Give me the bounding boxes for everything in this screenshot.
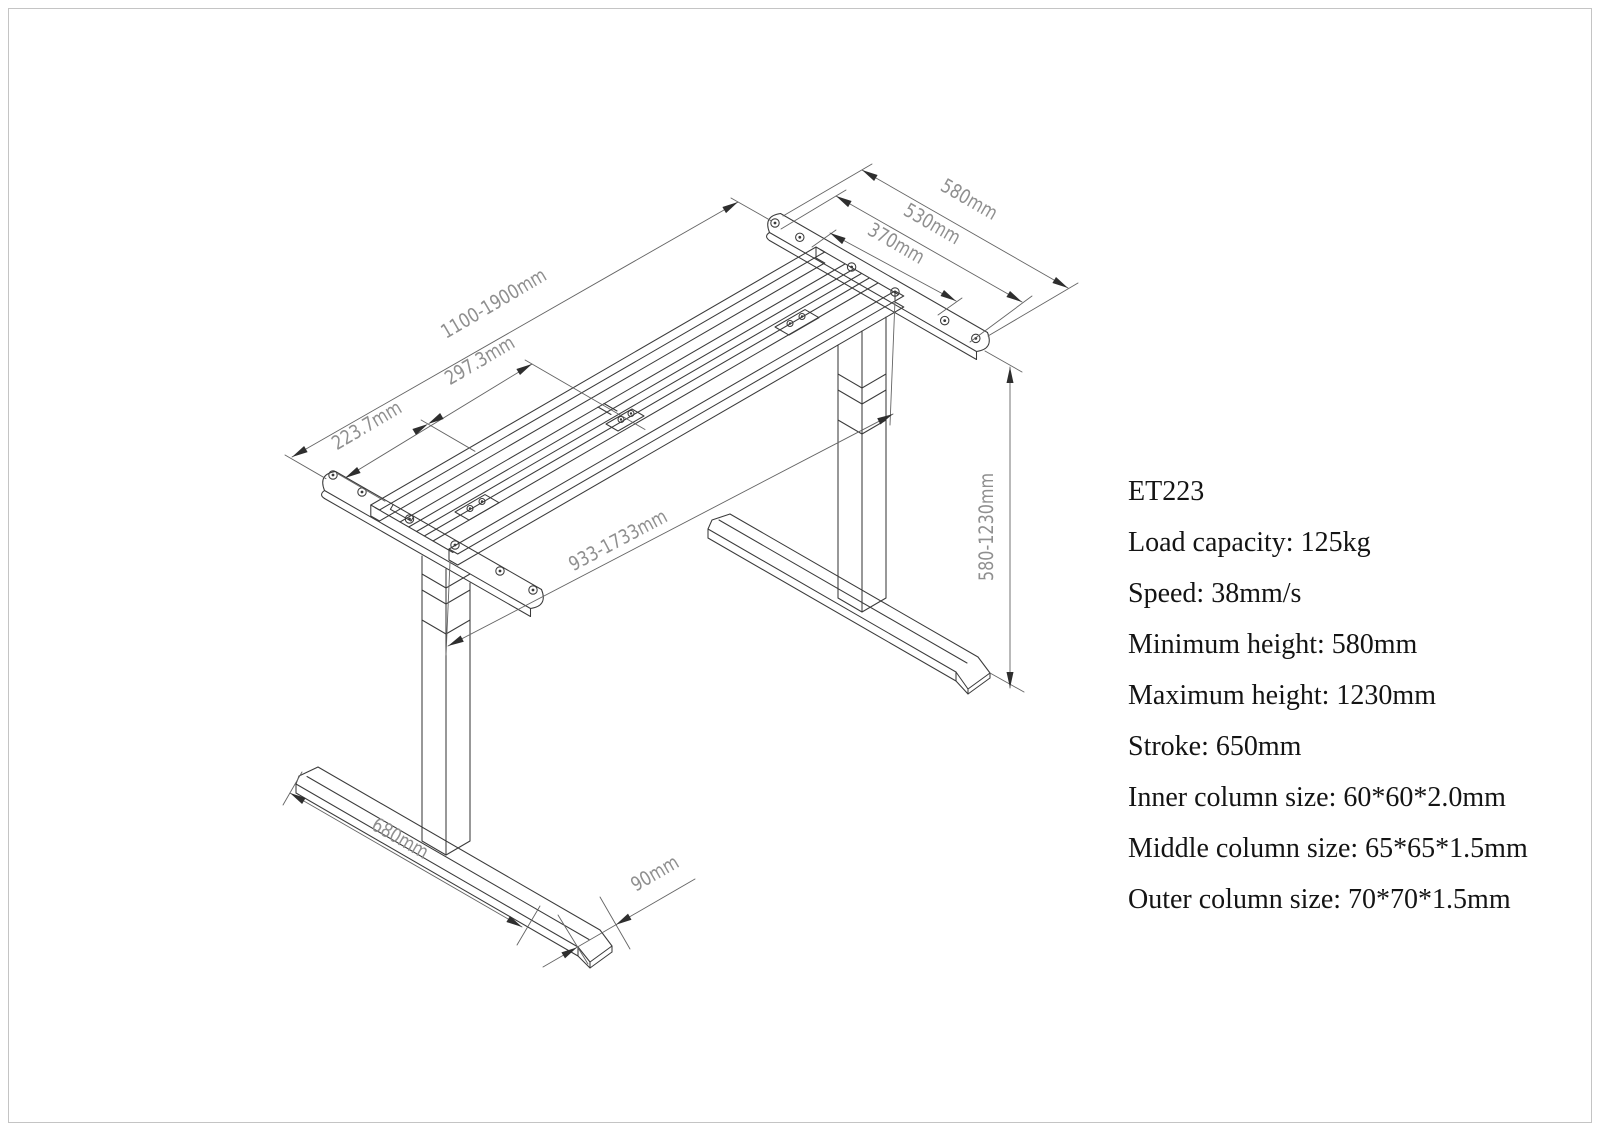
spec-line-middle-column: Middle column size: 65*65*1.5mm (1128, 833, 1528, 864)
page-border (8, 8, 1592, 1123)
dim-label-933-1733mm: 933-1733mm (565, 505, 671, 576)
right-top-bracket (766, 212, 990, 361)
model-number: ET223 (1128, 476, 1205, 507)
dim-label-580mm: 580mm (937, 174, 1002, 225)
dim-label-90mm: 90mm (627, 851, 683, 897)
spec-line-max-height: Maximum height: 1230mm (1128, 680, 1436, 711)
spec-panel: ET223 Load capacity: 125kg Speed: 38mm/s… (1128, 466, 1558, 925)
beam-rails (370, 246, 905, 566)
dim-label-1100-1900mm: 1100-1900mm (437, 264, 551, 344)
left-column (421, 555, 471, 856)
dim-foot-length: 680mm (282, 771, 541, 946)
right-foot (707, 513, 991, 695)
spec-line-inner-column: Inner column size: 60*60*2.0mm (1128, 782, 1506, 813)
spec-line-speed: Speed: 38mm/s (1128, 578, 1302, 609)
spec-line-outer-column: Outer column size: 70*70*1.5mm (1128, 884, 1511, 915)
desk-frame-geometry (295, 212, 991, 969)
dimension-annotations: 580mm 530mm 370mm (282, 163, 1079, 968)
spec-line-load-capacity: Load capacity: 125kg (1128, 527, 1371, 558)
spec-line-min-height: Minimum height: 580mm (1128, 629, 1418, 660)
left-top-bracket (321, 470, 544, 618)
left-foot (295, 766, 613, 969)
dim-foot-width: 90mm (542, 851, 696, 968)
dim-label-580-1230mm: 580-1230mm (976, 473, 999, 581)
dim-label-223.7mm: 223.7mm (328, 396, 406, 455)
telescoping-channel (399, 263, 879, 542)
right-column (837, 316, 887, 613)
dim-height-range: 580-1230mm (976, 350, 1025, 693)
dim-beam-segments: 223.7mm 297.3mm (328, 331, 646, 502)
spec-line-stroke: Stroke: 650mm (1128, 731, 1302, 762)
